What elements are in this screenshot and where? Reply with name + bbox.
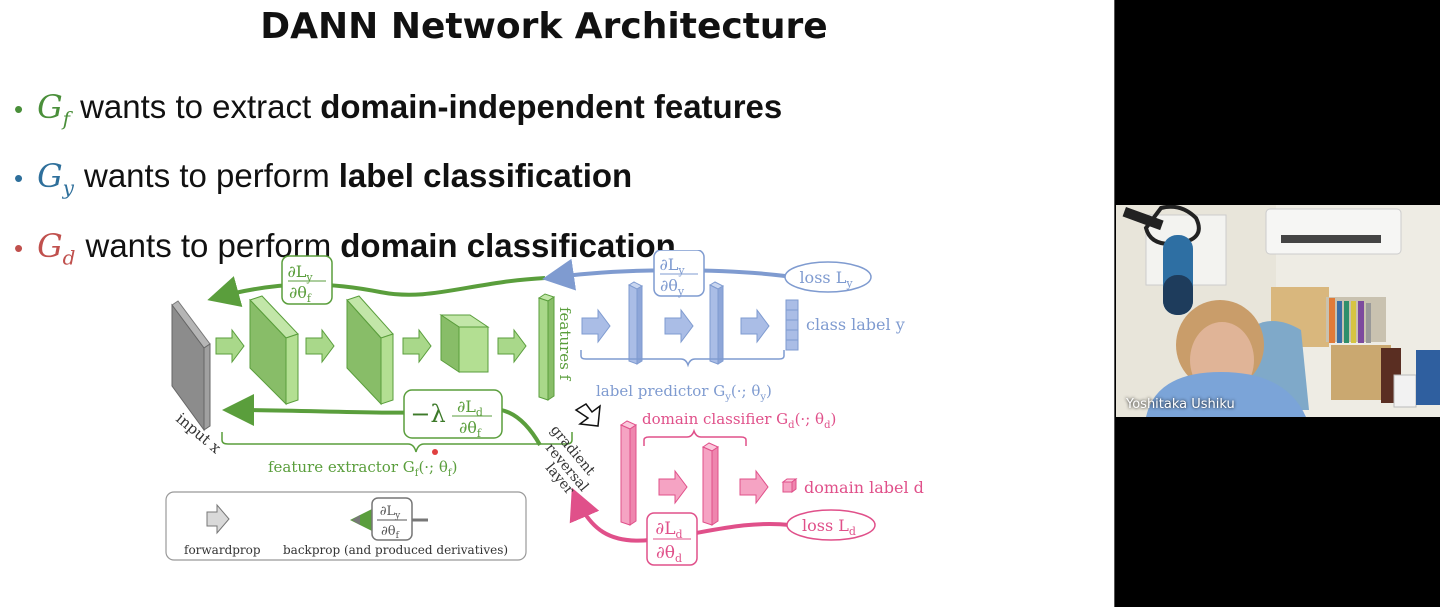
bullet-item: • Gd wants to perform domain classificat… bbox=[14, 217, 782, 286]
feature-extractor-label: feature extractor Gf(·; θf) bbox=[268, 458, 457, 479]
svg-text:∂θy: ∂θy bbox=[660, 276, 685, 298]
grl-arrow-icon bbox=[574, 403, 601, 427]
domain-classifier-layer-2 bbox=[701, 442, 720, 526]
participant-shirt bbox=[1146, 372, 1306, 417]
slide-title: DANN Network Architecture bbox=[0, 2, 1114, 52]
svg-text:∂Ly: ∂Ly bbox=[380, 504, 401, 521]
svg-text:∂θf: ∂θf bbox=[459, 418, 482, 440]
bullet-list: • Gf wants to extract domain-independent… bbox=[14, 78, 782, 286]
label-predictor-brace bbox=[580, 350, 785, 368]
bullet-item: • Gy wants to perform label classificati… bbox=[14, 147, 782, 216]
derivative-box-ld-thetad: ∂Ld ∂θd bbox=[646, 512, 698, 566]
conv-block-3 bbox=[439, 314, 490, 373]
class-label-text: class label y bbox=[806, 315, 905, 334]
svg-text:−λ: −λ bbox=[410, 400, 445, 428]
svg-text:∂Ly: ∂Ly bbox=[659, 255, 685, 277]
class-label-vector: class label y bbox=[785, 299, 905, 351]
bullet-symbol: Gd bbox=[37, 226, 76, 270]
bullet-text: wants to perform bbox=[83, 157, 330, 195]
loss-ly-node: loss Ly bbox=[784, 261, 872, 293]
legend-backward-label: backprop (and produced derivatives) bbox=[283, 543, 508, 557]
svg-text:∂Ld: ∂Ld bbox=[457, 397, 483, 419]
svg-text:∂Ld: ∂Ld bbox=[655, 519, 682, 541]
legend: forwardprop ∂Ly ∂θf backprop (and produc… bbox=[165, 491, 527, 561]
backprop-arrow-ly-f bbox=[207, 276, 546, 308]
domain-label-text: domain label d bbox=[804, 478, 924, 497]
bullet-symbol: Gf bbox=[37, 88, 71, 131]
derivative-box-ly-thetay: ∂Ly ∂θy bbox=[653, 250, 705, 298]
forward-arrows-blue bbox=[581, 308, 770, 344]
blue-binder bbox=[1416, 350, 1440, 405]
bullet-dot-icon: • bbox=[14, 232, 24, 263]
bullet-bold: domain classification bbox=[340, 226, 676, 264]
loss-ld-node: loss Ld bbox=[786, 509, 876, 541]
derivative-box-ly-thetaf: ∂Ly ∂θf bbox=[281, 255, 333, 305]
bullet-symbol: Gy bbox=[37, 157, 74, 200]
legend-forward-label: forwardprop bbox=[184, 543, 261, 557]
derivative-box-ld-thetaf: −λ ∂Ld ∂θf bbox=[403, 389, 503, 440]
domain-classifier-layer-1 bbox=[619, 420, 638, 526]
features-vector: features f bbox=[537, 293, 574, 401]
domain-classifier-label: domain classifier Gd(·; θd) bbox=[642, 410, 836, 431]
air-conditioner bbox=[1265, 208, 1402, 255]
label-predictor-layer-2 bbox=[708, 281, 725, 365]
feature-extractor-brace bbox=[221, 432, 573, 453]
forward-arrows-green bbox=[215, 328, 527, 364]
bullet-text: wants to extract bbox=[80, 88, 312, 125]
svg-text:∂θd: ∂θd bbox=[656, 543, 682, 565]
domain-label-vector: domain label d bbox=[781, 478, 924, 497]
conv-block-1 bbox=[249, 295, 299, 406]
slide-title-text: DANN Network Architecture bbox=[260, 6, 828, 47]
participant-video-feed bbox=[1116, 205, 1440, 417]
label-predictor-label: label predictor Gy(·; θy) bbox=[596, 382, 772, 403]
gradient-reversal-layer-label: gradient reversal layer bbox=[542, 403, 601, 498]
features-label: features f bbox=[556, 307, 574, 382]
bullet-dot-icon: • bbox=[14, 94, 24, 124]
svg-text:loss Ly: loss Ly bbox=[799, 268, 853, 290]
dann-diagram: ∂Ly ∂θf ∂Ly ∂θy loss Ly input x bbox=[165, 250, 924, 566]
bullet-item: • Gf wants to extract domain-independent… bbox=[14, 78, 782, 147]
forward-arrows-pink bbox=[658, 469, 769, 505]
participant-name-label: Yoshitaka Ushiku bbox=[1126, 397, 1235, 412]
svg-text:∂θf: ∂θf bbox=[381, 524, 400, 541]
conv-block-2 bbox=[346, 295, 394, 406]
svg-text:∂θf: ∂θf bbox=[289, 283, 312, 305]
laser-pointer bbox=[432, 449, 438, 455]
forwardprop-arrow-icon bbox=[206, 503, 230, 535]
svg-text:∂Ly: ∂Ly bbox=[287, 262, 313, 284]
domain-classifier-brace bbox=[643, 428, 747, 446]
participant-video-tile[interactable]: Yoshitaka Ushiku bbox=[1116, 205, 1440, 417]
bullet-bold: domain-independent features bbox=[320, 88, 783, 125]
input-layer: input x bbox=[171, 300, 225, 457]
presentation-slide: DANN Network Architecture • Gf wants to … bbox=[0, 0, 1114, 607]
bullet-bold: label classification bbox=[338, 157, 633, 195]
bullet-dot-icon: • bbox=[14, 163, 24, 194]
svg-text:loss Ld: loss Ld bbox=[802, 516, 856, 538]
label-predictor-layer-1 bbox=[627, 281, 644, 365]
